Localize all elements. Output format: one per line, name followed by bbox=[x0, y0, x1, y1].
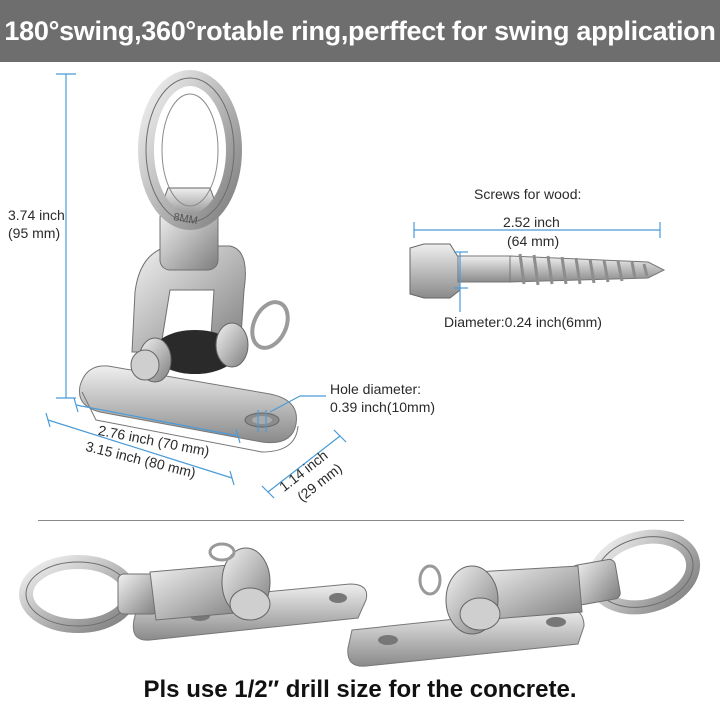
swivel-hanger-image bbox=[78, 70, 299, 453]
height-label-inch: 3.74 inch bbox=[8, 207, 65, 223]
section-divider bbox=[38, 520, 684, 521]
hanger-side-view-left bbox=[19, 542, 368, 641]
screw-length-inch: 2.52 inch bbox=[503, 214, 560, 230]
height-label-mm: (95 mm) bbox=[8, 225, 61, 241]
screw-diameter-label: Diameter:0.24 inch(6mm) bbox=[444, 314, 602, 330]
ring-stamp: 8MM bbox=[172, 211, 198, 227]
hole-diameter-value: 0.39 inch(10mm) bbox=[330, 399, 436, 415]
hanger-side-view-right bbox=[347, 529, 701, 667]
title-banner: 180°swing,360°rotable ring,perffect for … bbox=[0, 0, 720, 62]
width-dimension-line-80 bbox=[47, 419, 233, 479]
screw-title: Screws for wood: bbox=[474, 186, 582, 202]
footer-note: Pls use 1/2″ drill size for the concrete… bbox=[143, 676, 577, 703]
banner-title: 180°swing,360°rotable ring,perffect for … bbox=[4, 16, 716, 46]
hole-diameter-title: Hole diameter: bbox=[330, 381, 422, 397]
screw-length-mm: (64 mm) bbox=[507, 233, 560, 249]
depth-dimension-line bbox=[267, 435, 341, 493]
wood-screw-image bbox=[409, 243, 666, 299]
width-dimension-line-70 bbox=[75, 404, 239, 437]
